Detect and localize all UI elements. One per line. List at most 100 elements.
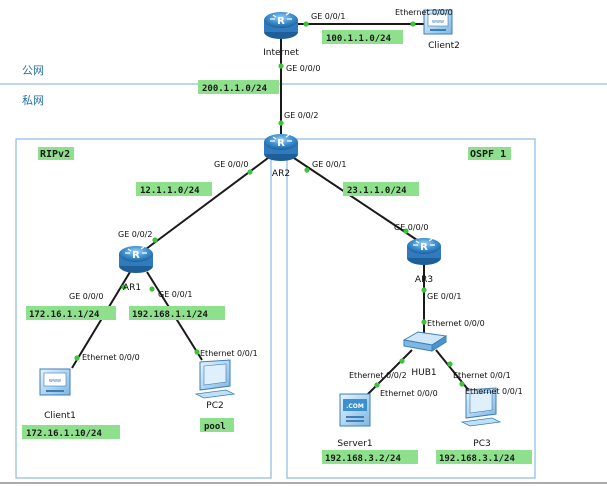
- internet-router[interactable]: [263, 11, 299, 40]
- port-label: Ethernet 0/0/1: [465, 387, 523, 396]
- link-ar2-ar1[interactable]: [141, 157, 269, 253]
- ar3-label: AR3: [415, 275, 433, 285]
- net-label: pool: [204, 422, 226, 432]
- port-dot: [399, 358, 405, 364]
- port-label: Ethernet 0/0/1: [200, 349, 258, 358]
- net-label-bg: [322, 450, 418, 464]
- hub-icon: [402, 331, 448, 352]
- port-label: GE 0/0/1: [427, 292, 461, 301]
- port-dot: [121, 284, 127, 290]
- port-dot: [278, 120, 284, 126]
- net-label: 172.16.1.1/24: [29, 310, 100, 320]
- net-label-bg: [136, 182, 212, 196]
- net-label-bg: [343, 182, 419, 196]
- ripv2-label-bg: [38, 147, 74, 160]
- pc2-device[interactable]: [194, 359, 236, 399]
- net-label: 200.1.1.0/24: [202, 84, 268, 94]
- port-label: GE 0/0/1: [158, 290, 192, 299]
- client2-device[interactable]: www: [423, 9, 453, 35]
- port-label: GE 0/0/1: [311, 12, 345, 21]
- port-dot: [421, 287, 427, 293]
- pc3-device[interactable]: [460, 387, 502, 427]
- router-icon: [118, 245, 154, 274]
- client-icon: www: [423, 9, 453, 35]
- link-hub1-server1[interactable]: [365, 349, 413, 397]
- server1-device[interactable]: .COM: [339, 393, 371, 427]
- net-label-bg: [322, 30, 403, 44]
- port-dot: [447, 361, 453, 367]
- router-icon: [406, 237, 442, 266]
- port-dot: [403, 228, 409, 234]
- router-icon: [263, 11, 299, 40]
- client1-label: Client1: [44, 411, 76, 421]
- hub1-device[interactable]: [402, 331, 448, 352]
- port-dot: [303, 21, 309, 27]
- net-label: 23.1.1.0/24: [347, 186, 407, 196]
- private-area-label: 私网: [22, 94, 44, 107]
- net-label-bg: [200, 418, 234, 432]
- ar1-label: AR1: [123, 283, 141, 293]
- port-label: GE 0/0/0: [394, 223, 428, 232]
- router-icon: [263, 133, 299, 162]
- hub1-label: HUB1: [411, 368, 436, 378]
- net-label: 172.16.1.10/24: [26, 429, 102, 439]
- port-dot: [421, 319, 427, 325]
- net-label: 192.168.1.1/24: [132, 310, 208, 320]
- server-icon: .COM: [339, 393, 371, 427]
- port-dot: [149, 286, 155, 292]
- port-dot: [152, 237, 158, 243]
- port-label: Ethernet 0/0/2: [349, 371, 407, 380]
- port-label: GE 0/0/0: [69, 292, 103, 301]
- port-label: GE 0/0/0: [214, 160, 248, 169]
- net-label: 12.1.1.0/24: [140, 186, 200, 196]
- ar1-router[interactable]: [118, 245, 154, 274]
- port-dot: [410, 21, 416, 27]
- ripv2-zone-label: RIPv2: [40, 149, 70, 160]
- port-label: GE 0/0/2: [118, 230, 152, 239]
- internet-label: Internet: [263, 48, 299, 58]
- svg-text:www: www: [432, 19, 444, 25]
- ospf-zone-label: OSPF 1: [470, 149, 506, 160]
- net-label: 192.168.3.2/24: [325, 454, 401, 464]
- port-label: Ethernet 0/0/0: [380, 389, 438, 398]
- ar2-label: AR2: [272, 169, 290, 179]
- port-label: Ethernet 0/0/1: [453, 371, 511, 380]
- port-label: Ethernet 0/0/0: [82, 353, 140, 362]
- server1-label: Server1: [337, 439, 372, 449]
- net-label-bg: [436, 450, 532, 464]
- net-label-bg: [26, 306, 116, 320]
- client-icon: www: [39, 368, 71, 396]
- port-label: GE 0/0/2: [284, 111, 318, 120]
- port-dot: [278, 63, 284, 69]
- port-dots: [74, 21, 465, 388]
- link-ar2-ar3[interactable]: [293, 157, 421, 243]
- public-area-label: 公网: [22, 64, 44, 77]
- svg-text:.COM: .COM: [346, 403, 364, 410]
- port-label: Ethernet 0/0/0: [395, 8, 453, 17]
- pc-icon: [194, 359, 236, 399]
- port-dot: [74, 355, 80, 361]
- net-label-bg: [129, 306, 225, 320]
- pc2-label: PC2: [206, 401, 223, 411]
- ospf-label-bg: [468, 147, 511, 160]
- net-label: 192.168.3.1/24: [439, 454, 515, 464]
- ripv2-zone-box: [15, 138, 272, 479]
- port-dot: [247, 169, 253, 175]
- port-label: GE 0/0/1: [312, 160, 346, 169]
- svg-text:www: www: [49, 378, 61, 384]
- ar2-router[interactable]: [263, 133, 299, 162]
- net-label-bg: [22, 425, 120, 439]
- port-dot: [459, 381, 465, 387]
- port-dot: [304, 167, 310, 173]
- port-dot: [374, 382, 380, 388]
- port-label: GE 0/0/0: [286, 64, 320, 73]
- ar3-router[interactable]: [406, 237, 442, 266]
- net-label: 100.1.1.0/24: [326, 34, 392, 44]
- pc3-label: PC3: [473, 439, 490, 449]
- client2-label: Client2: [428, 41, 460, 51]
- ospf-zone-box: [286, 138, 536, 479]
- net-label-bg: [198, 80, 279, 94]
- pc-icon: [460, 387, 502, 427]
- client1-device[interactable]: www: [39, 368, 71, 396]
